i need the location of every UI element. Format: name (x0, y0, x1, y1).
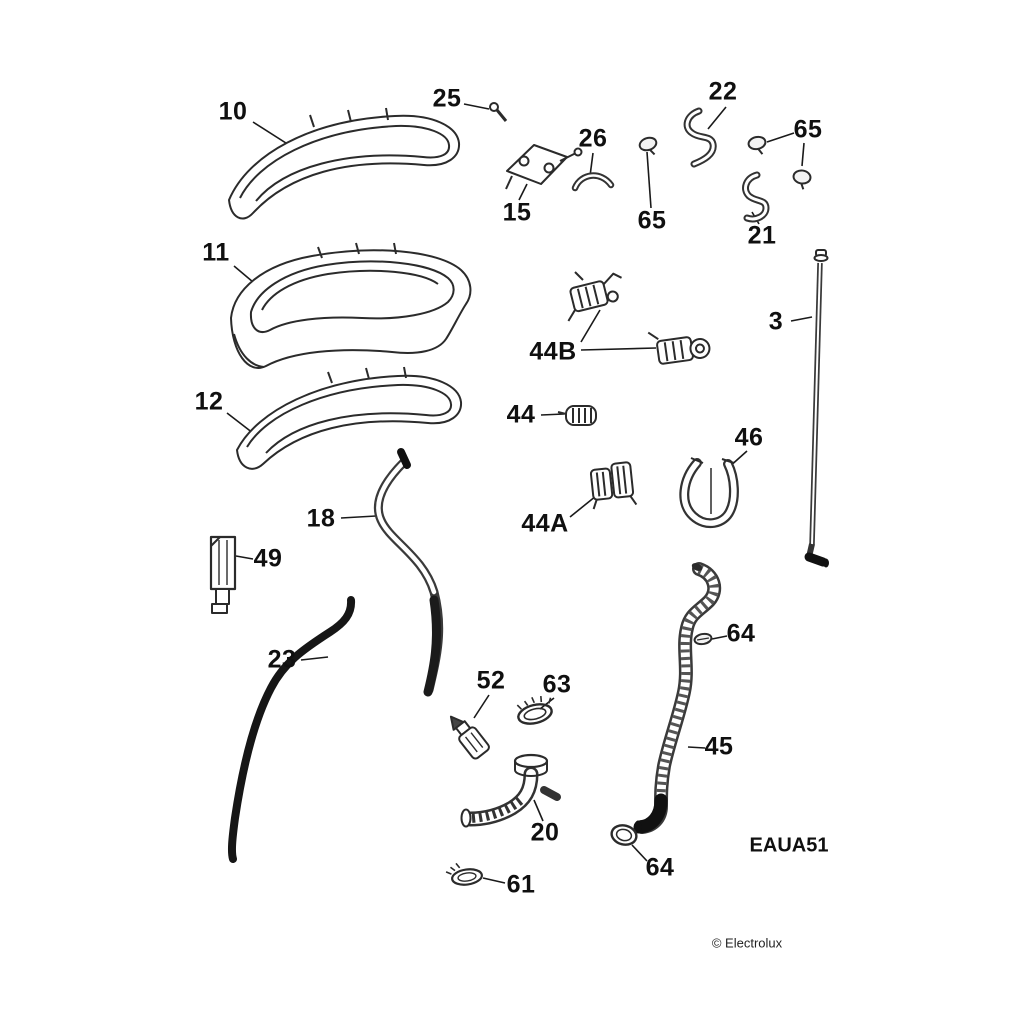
part-21-hook (742, 171, 770, 223)
part-52-nozzle (449, 715, 490, 760)
part-label-12: 12 (194, 387, 224, 416)
part-44b-clamp-lower (647, 331, 711, 365)
part-22-hook (683, 107, 717, 168)
part-label-44a: 44A (521, 509, 569, 538)
part-63-ring-clamp (516, 695, 553, 725)
part-64-clip-upper (693, 632, 713, 646)
part-45-drain-hose (633, 562, 722, 834)
part-label-15: 15 (502, 198, 532, 227)
part-label-64-b: 64 (645, 853, 675, 882)
part-18-hose (373, 448, 444, 697)
copyright-notice: © Electrolux (711, 935, 783, 951)
part-label-22: 22 (708, 77, 738, 106)
part-44-hose-clamp (557, 405, 597, 426)
part-label-21: 21 (747, 221, 777, 250)
part-46-hose-guide (679, 457, 739, 529)
part-64-clip-lower (610, 824, 638, 846)
part-25-screw (489, 102, 508, 122)
part-label-23: 23 (267, 645, 297, 674)
part-label-11: 11 (202, 238, 230, 267)
part-61-ring-clamp (445, 862, 483, 886)
part-26-curved-hose (571, 172, 615, 192)
part-44a-hose-clamp (589, 461, 638, 510)
part-65-clip-a (638, 136, 658, 156)
part-20-elbow-hose (460, 753, 561, 828)
part-label-18: 18 (306, 504, 336, 533)
part-label-26: 26 (578, 124, 608, 153)
part-label-44b: 44B (529, 337, 577, 366)
part-23-long-hose (227, 596, 356, 863)
part-label-65-b: 65 (637, 206, 667, 235)
part-label-10: 10 (218, 97, 248, 126)
part-label-61: 61 (506, 870, 536, 899)
part-label-64-a: 64 (726, 619, 756, 648)
part-label-25: 25 (432, 84, 462, 113)
part-12-curved-lid-frame (236, 366, 463, 470)
part-15-bracket (505, 144, 583, 190)
part-label-3: 3 (768, 307, 784, 336)
part-65-clip-b (747, 135, 767, 155)
part-10-curved-lid-frame (228, 107, 461, 220)
part-11-curved-lid-assembly (230, 242, 472, 369)
part-label-45: 45 (704, 732, 734, 761)
part-49-bracket (209, 535, 237, 614)
part-label-65-a: 65 (793, 115, 823, 144)
part-3-long-tube (804, 249, 829, 568)
part-label-20: 20 (530, 818, 560, 847)
part-label-52: 52 (476, 666, 506, 695)
part-label-44: 44 (506, 400, 536, 429)
part-label-49: 49 (253, 544, 283, 573)
part-label-46: 46 (734, 423, 764, 452)
part-label-63: 63 (542, 670, 572, 699)
part-65-clip-c (792, 169, 812, 190)
part-44b-clamp-upper (567, 271, 622, 322)
diagram-code: EAUA51 (749, 834, 829, 857)
